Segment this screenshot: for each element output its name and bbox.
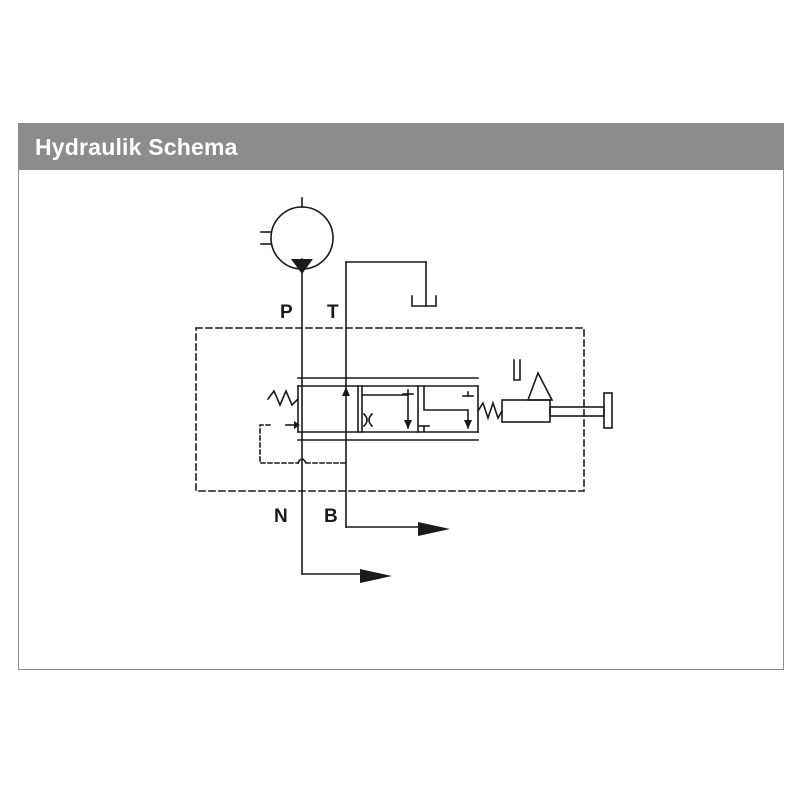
throttle-cell [361,385,414,433]
port-label-t: T [327,302,339,323]
port-label-p: P [280,302,293,323]
port-label-n: N [274,506,288,527]
panel-header: Hydraulik Schema [19,124,783,170]
port-label-b: B [324,506,338,527]
valve-housing [195,327,585,492]
actuator-icon [501,359,613,429]
pressure-line [301,258,392,583]
pump-symbol [260,197,334,274]
left-spring-icon [266,388,300,408]
b-outlet-arrow [418,522,450,536]
n-outlet-arrow [360,569,392,583]
pilot-line [259,424,347,465]
right-spring-icon [476,400,504,421]
valve-spool [297,377,479,441]
schema-panel: Hydraulik Schema [18,123,784,670]
panel-title: Hydraulik Schema [35,134,238,160]
bypass-cell [418,385,474,432]
tank-icon [411,295,437,307]
